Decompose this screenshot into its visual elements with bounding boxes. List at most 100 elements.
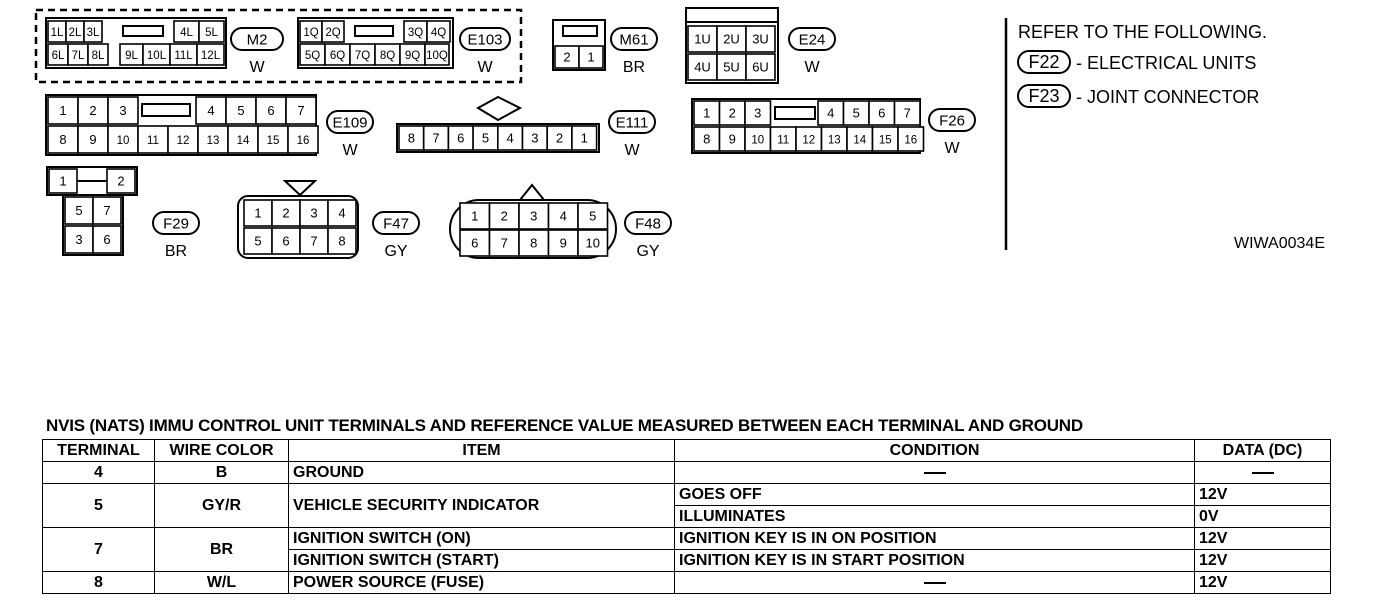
- item-cell: VEHICLE SECURITY INDICATOR: [288, 483, 675, 528]
- terminal-cavity: [518, 229, 550, 257]
- terminal-label: 2: [729, 106, 736, 121]
- terminal-label: 6Q: [330, 50, 345, 62]
- terminal-label: 8: [530, 236, 537, 251]
- terminal-label: 2Q: [325, 27, 340, 39]
- terminal-label: 8Q: [380, 50, 395, 62]
- key-tab: [519, 183, 545, 201]
- connector-id-label: E109: [332, 115, 367, 132]
- connector-id-badge: [372, 211, 420, 235]
- terminal-label: 3: [531, 131, 538, 146]
- table-row: 8 W/L POWER SOURCE (FUSE) 12V: [42, 571, 1331, 594]
- terminal-label: 9Q: [405, 50, 420, 62]
- terminal-cavity: [285, 96, 317, 125]
- terminal-label: 7: [432, 131, 439, 146]
- key-tab: [475, 95, 523, 122]
- terminal-label: 11: [147, 135, 159, 147]
- terminal-label: 6: [471, 236, 478, 251]
- terminal-cavity: [868, 100, 896, 126]
- terminal-cavity: [488, 229, 520, 257]
- header-wire-color: WIRE COLOR: [154, 439, 289, 462]
- terminal-label: 6: [267, 103, 274, 118]
- lock-tab: [141, 103, 191, 117]
- condition-cell: [674, 571, 1195, 594]
- terminal-label: 5: [482, 131, 489, 146]
- reference-badge: F23: [1028, 86, 1059, 106]
- terminal-label: 16: [904, 135, 917, 147]
- item-cell: POWER SOURCE (FUSE): [288, 571, 675, 594]
- connector-id-badge: [459, 27, 511, 51]
- terminal-label: 14: [853, 135, 866, 147]
- connector-id-badge: [610, 27, 658, 51]
- terminal-label: 3Q: [408, 27, 423, 39]
- wire-color-cell: BR: [154, 527, 289, 572]
- terminal-cavity: [744, 100, 772, 126]
- condition-cell: ILLUMINATES: [674, 505, 1195, 528]
- terminal-cavity: [287, 125, 319, 154]
- terminal-label: 12L: [201, 50, 221, 62]
- header-data: DATA (DC): [1194, 439, 1331, 462]
- terminal-label: 6: [282, 234, 289, 249]
- terminal-label: 2: [563, 50, 570, 65]
- terminal-label: 7: [103, 203, 110, 218]
- terminal-label: 3: [310, 206, 317, 221]
- terminal-label: 1: [254, 206, 261, 221]
- terminal-label: 2L: [69, 27, 82, 39]
- terminal-label: 6: [878, 106, 885, 121]
- terminal-cavity: [496, 125, 524, 151]
- condition-cell: IGNITION KEY IS IN ON POSITION: [674, 527, 1195, 550]
- terminal-cavity: [518, 202, 550, 230]
- terminal-label: 1: [59, 174, 66, 189]
- connector-id-label: F47: [383, 216, 409, 233]
- terminal-label: 2: [556, 131, 563, 146]
- terminal-cavity: [299, 227, 329, 255]
- connector-id-badge: [152, 211, 200, 235]
- terminal-cavity: [92, 225, 122, 254]
- terminal-label: 7: [904, 106, 911, 121]
- terminal-label: 5L: [205, 27, 218, 39]
- terminal-cavity: [422, 125, 450, 151]
- connector-id-label: F48: [635, 216, 661, 233]
- terminal-label: 6: [457, 131, 464, 146]
- terminal-cavity: [716, 25, 747, 53]
- reference-text: - JOINT CONNECTOR: [1076, 87, 1259, 107]
- terminal-label: 3L: [87, 27, 100, 39]
- terminal-cavity: [488, 202, 520, 230]
- terminal-cavity: [327, 227, 357, 255]
- reference-badge: F22: [1028, 52, 1059, 72]
- terminal-label: 11L: [174, 50, 193, 62]
- terminal-label: 8: [59, 132, 66, 147]
- terminal-label: 4L: [180, 27, 193, 39]
- terminal-cavity: [167, 125, 199, 154]
- reference-item-f22: F22 - ELECTRICAL UNITS: [1017, 50, 1256, 74]
- connector-id-badge: [230, 27, 284, 51]
- terminal-cavity: [745, 53, 776, 81]
- terminal-label: 9L: [125, 50, 138, 62]
- terminal-label: 5Q: [305, 50, 320, 62]
- terminal-cavity: [687, 25, 718, 53]
- terminal-label: 4: [827, 106, 834, 121]
- table-row: 5 GY/R VEHICLE SECURITY INDICATOR GOES O…: [42, 483, 1331, 528]
- terminal-label: 4: [507, 131, 514, 146]
- not-applicable-dash: [1251, 471, 1274, 474]
- terminal-label: 8: [338, 234, 345, 249]
- terminal-label: 14: [237, 135, 250, 147]
- terminal-cavity: [327, 199, 357, 227]
- terminal-label: 7Q: [355, 50, 370, 62]
- terminal-label: 4: [207, 103, 214, 118]
- terminal-cavity: [92, 196, 122, 225]
- terminal-cavity: [106, 168, 136, 194]
- connector-id-badge: [624, 211, 672, 235]
- terminal-label: 2: [89, 103, 96, 118]
- terminal-label: 4U: [694, 60, 711, 75]
- lock-tab: [122, 25, 164, 37]
- terminal-label: 3U: [752, 32, 769, 47]
- terminal-label: 5: [589, 209, 596, 224]
- table-row: 7 BR IGNITION SWITCH (ON) IGNITION KEY I…: [42, 527, 1331, 572]
- wire-color-cell: W/L: [154, 571, 289, 594]
- terminal-cavity: [459, 202, 491, 230]
- item-cell: IGNITION SWITCH (ON): [288, 527, 675, 550]
